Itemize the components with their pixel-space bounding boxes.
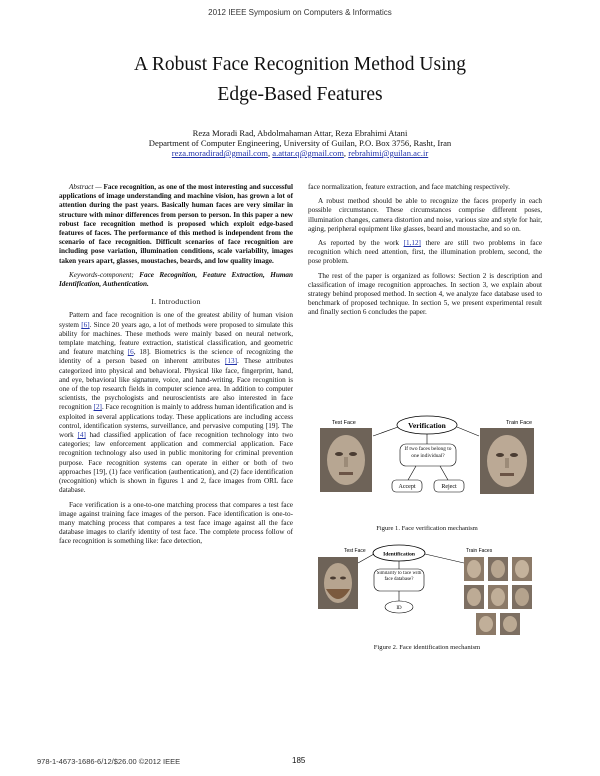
citation-link[interactable]: [2] bbox=[93, 403, 102, 412]
email-link-2[interactable]: a.attar.q@gmail.com bbox=[272, 148, 344, 158]
fig1-arrow-accept bbox=[407, 465, 417, 481]
abstract-text: Face recognition, as one of the most int… bbox=[59, 183, 293, 265]
fig1-verification-label: Verification bbox=[408, 421, 446, 430]
fig1-arrow-left bbox=[372, 426, 399, 437]
figure-1-caption: Figure 1. Face verification mechanism bbox=[376, 525, 478, 532]
keywords-label: Keywords-component; bbox=[69, 270, 134, 279]
fig1-accept-label: Accept bbox=[399, 484, 416, 490]
fig2-train-faces-label: Train Faces bbox=[466, 548, 493, 554]
keywords-text: Face Recognition, Feature Extraction, Hu… bbox=[59, 270, 293, 289]
fig1-question-box bbox=[399, 443, 457, 467]
email-link-3[interactable]: rebrahimi@guilan.ac.ir bbox=[348, 148, 429, 158]
conference-header: 2012 IEEE Symposium on Computers & Infor… bbox=[208, 8, 392, 17]
fig2-identification-label: Identification bbox=[383, 552, 415, 558]
fig1-reject-label: Reject bbox=[441, 484, 457, 490]
email-sep-1: , bbox=[267, 148, 273, 158]
fig1-arrow-reject bbox=[439, 465, 449, 481]
fig2-test-face-label: Test Face bbox=[344, 548, 366, 554]
fig2-result-node bbox=[384, 600, 414, 614]
fig1-test-face-label: Test Face bbox=[332, 420, 356, 426]
fig2-question-container: Similarity to face with face database? bbox=[376, 571, 422, 583]
right-column: face normalization, feature extraction, … bbox=[308, 183, 542, 323]
fig1-reject-box bbox=[433, 479, 465, 493]
fig1-train-face-label: Train Face bbox=[506, 420, 532, 426]
footer-isbn: 978-1-4673-1686-6/12/$26.00 ©2012 IEEE bbox=[37, 757, 181, 766]
title-line-2: Edge-Based Features bbox=[217, 84, 383, 105]
text-run: , 18]. Biometrics is the science of reco… bbox=[59, 348, 293, 366]
citation-link[interactable]: [6] bbox=[81, 320, 90, 329]
figure-2: Test Face Train Faces Identification Sim… bbox=[316, 543, 538, 655]
author-emails: reza.moradirad@gmail.com, a.attar.q@gmai… bbox=[60, 148, 540, 158]
citation-link[interactable]: [13] bbox=[224, 357, 237, 366]
author-names: Reza Moradi Rad, Abdolmahaman Attar, Rez… bbox=[192, 128, 408, 138]
citation-link[interactable]: [1,12] bbox=[403, 239, 421, 248]
page-number: 185 bbox=[292, 756, 306, 765]
fig1-accept-box bbox=[391, 479, 423, 493]
right-paragraph-0: face normalization, feature extraction, … bbox=[308, 183, 510, 191]
keywords: Keywords-component; Face Recognition, Fe… bbox=[59, 271, 293, 289]
right-paragraph-3: The rest of the paper is organized as fo… bbox=[308, 271, 542, 317]
intro-paragraph-1: Pattern and face recognition is one of t… bbox=[59, 311, 293, 495]
fig2-test-face-image bbox=[318, 557, 358, 609]
text-run: Pattern and face recognition is one of t… bbox=[59, 311, 293, 329]
fig1-arrow-right bbox=[456, 426, 480, 437]
title-line-1: A Robust Face Recognition Method Using bbox=[133, 54, 467, 75]
email-link-1[interactable]: reza.moradirad@gmail.com bbox=[171, 148, 268, 158]
text-run: had classified application of face recog… bbox=[59, 431, 293, 495]
fig2-train-faces-grid bbox=[464, 557, 532, 635]
figure-1-diagram: Test Face Train Face Verification bbox=[320, 415, 534, 494]
intro-paragraph-2: Face verification is a one-to-one matchi… bbox=[59, 500, 293, 546]
text-run: As reported by the work bbox=[318, 239, 404, 248]
section-heading-introduction: I. Introduction bbox=[151, 297, 201, 307]
figure-2-diagram: Test Face Train Faces Identification Sim… bbox=[318, 544, 532, 635]
fig1-question-container: If two faces belong to one individual? bbox=[404, 446, 452, 459]
text-run: . Since 20 years ago, a lot of methods w… bbox=[59, 320, 294, 357]
text-run: there are still two problems in face rec… bbox=[308, 239, 542, 266]
text-run: . These attributes categorized into phys… bbox=[59, 357, 293, 412]
citation-link[interactable]: [6 bbox=[127, 348, 134, 357]
right-paragraph-1: A robust method should be able to recogn… bbox=[308, 197, 542, 233]
paper-title: A Robust Face Recognition Method Using E… bbox=[60, 50, 540, 110]
fig2-result-label: ID bbox=[396, 606, 402, 611]
figure-2-caption: Figure 2. Face identification mechanism bbox=[373, 644, 481, 651]
author-block: Reza Moradi Rad, Abdolmahaman Attar, Rez… bbox=[60, 128, 540, 158]
fig2-arrow-in bbox=[357, 553, 375, 564]
figure-1: Test Face Train Face Verification bbox=[316, 414, 538, 532]
fig1-question-text: If two faces belong to one individual? bbox=[404, 446, 452, 459]
abstract: Abstract — Face recognition, as one of t… bbox=[59, 183, 293, 266]
fig2-question-text: Similarity to face with face database? bbox=[376, 571, 422, 583]
fig2-arrow-db bbox=[424, 553, 465, 564]
fig1-test-face-image bbox=[320, 428, 372, 492]
left-column: Abstract — Face recognition, as one of t… bbox=[59, 183, 293, 552]
author-affiliation: Department of Computer Engineering, Univ… bbox=[148, 138, 452, 148]
fig1-train-face-image bbox=[480, 428, 534, 494]
text-run: . Face recognition is mainly to address … bbox=[59, 403, 294, 440]
abstract-label: Abstract — bbox=[69, 183, 102, 191]
email-sep-2: , bbox=[343, 148, 349, 158]
citation-link[interactable]: [4] bbox=[77, 431, 86, 440]
right-paragraph-2: As reported by the work [1,12] there are… bbox=[308, 239, 542, 267]
